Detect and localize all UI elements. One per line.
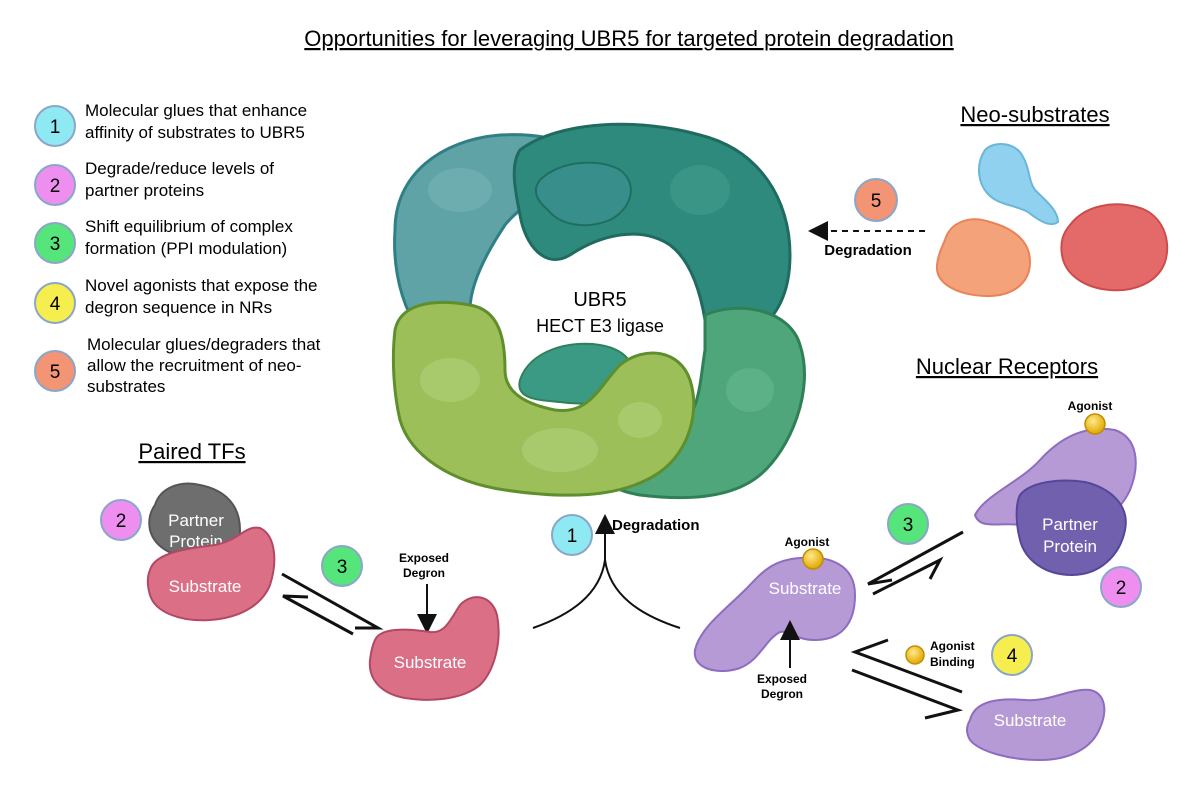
svg-text:1: 1 <box>50 117 61 138</box>
degradation-badge-1 <box>551 514 593 556</box>
paired-badge-2 <box>100 499 142 541</box>
paired-exposed-line1: Exposed <box>399 551 449 565</box>
neo-substrates-heading: Neo-substrates <box>960 102 1109 127</box>
legend-badge-3 <box>34 222 76 264</box>
paired-substrate-2-label: Substrate <box>394 653 467 672</box>
paired-substrate <box>146 526 276 622</box>
svg-text:4: 4 <box>50 294 61 315</box>
nr-agonist-binding-line1: Agonist <box>930 639 975 653</box>
paired-equilibrium-arrows <box>281 572 384 636</box>
legend-badge-2 <box>34 164 76 206</box>
ubr5-name: UBR5 <box>573 289 626 311</box>
page-title: Opportunities for leveraging UBR5 for ta… <box>304 26 953 51</box>
svg-text:3: 3 <box>50 234 61 255</box>
legend-item-1: 1 Molecular glues that enhance affinity … <box>34 101 307 147</box>
legend-text-3b: formation (PPI modulation) <box>85 239 287 258</box>
nr-partner-line2: Protein <box>1043 537 1097 556</box>
svg-text:5: 5 <box>871 191 882 212</box>
nr-agonist-binding-line2: Binding <box>930 655 975 669</box>
neo-blue-protein <box>978 143 1060 226</box>
nr-agonist-mid-label: Agonist <box>785 535 830 549</box>
neo-badge-5 <box>854 178 898 222</box>
ubr5-subtitle: HECT E3 ligase <box>536 316 664 336</box>
nr-low-substrate <box>966 688 1106 762</box>
legend-text-1a: Molecular glues that enhance <box>85 101 307 120</box>
svg-text:4: 4 <box>1007 646 1018 667</box>
legend-item-3: 3 Shift equilibrium of complex formation… <box>34 217 293 264</box>
svg-text:5: 5 <box>50 362 61 383</box>
nr-low-substrate-label: Substrate <box>994 711 1067 730</box>
svg-text:2: 2 <box>50 176 61 197</box>
legend-badge-5 <box>34 350 76 392</box>
degradation-arrow-right <box>604 559 681 629</box>
svg-text:2: 2 <box>116 511 127 532</box>
paired-exposed-line2: Degron <box>403 566 445 580</box>
legend-text-2a: Degrade/reduce levels of <box>85 159 274 178</box>
nr-partner-line1: Partner <box>1042 515 1098 534</box>
neo-red-protein <box>1060 203 1169 292</box>
nuclear-receptors-heading: Nuclear Receptors <box>916 354 1098 379</box>
svg-text:1: 1 <box>567 526 578 547</box>
neo-degradation-label: Degradation <box>824 242 912 259</box>
paired-partner-line1: Partner <box>168 511 224 530</box>
legend-badge-4 <box>34 282 76 324</box>
nr-equilibrium-arrows-bottom <box>850 638 964 720</box>
nr-partner-protein <box>1015 479 1127 577</box>
legend: 1 Molecular glues that enhance affinity … <box>34 101 321 396</box>
paired-substrate-2 <box>368 596 500 701</box>
legend-text-3a: Shift equilibrium of complex <box>85 217 293 236</box>
nr-badge-4 <box>991 634 1033 676</box>
svg-text:3: 3 <box>337 557 348 578</box>
svg-text:2: 2 <box>1116 578 1127 599</box>
legend-badge-1 <box>34 105 76 147</box>
legend-item-4: 4 Novel agonists that expose the degron … <box>34 276 317 324</box>
neo-orange-protein <box>935 218 1032 298</box>
legend-text-2b: partner proteins <box>85 181 204 200</box>
legend-text-5b: allow the recruitment of neo- <box>87 356 302 375</box>
legend-text-5c: substrates <box>87 377 165 396</box>
nr-mid-substrate <box>693 556 857 672</box>
legend-text-4b: degron sequence in NRs <box>85 298 272 317</box>
degradation-arrow-left <box>532 559 606 629</box>
nr-badge-3 <box>887 503 929 545</box>
nr-agonist-mid <box>802 548 824 570</box>
legend-item-2: 2 Degrade/reduce levels of partner prote… <box>34 159 274 206</box>
svg-text:3: 3 <box>903 515 914 536</box>
legend-item-5: 5 Molecular glues/degraders that allow t… <box>34 335 321 396</box>
nr-mid-substrate-label: Substrate <box>769 579 842 598</box>
legend-text-4a: Novel agonists that expose the <box>85 276 317 295</box>
nr-agonist-binding-ball <box>905 645 925 665</box>
nr-agonist-top <box>1084 413 1106 435</box>
nr-exposed-line1: Exposed <box>757 672 807 686</box>
ubr5-structure <box>391 122 806 500</box>
nr-badge-2 <box>1100 566 1142 608</box>
degradation-label: Degradation <box>612 517 700 534</box>
nr-exposed-line2: Degron <box>761 687 803 701</box>
nr-equilibrium-arrows-top <box>867 530 964 596</box>
legend-text-1b: affinity of substrates to UBR5 <box>85 123 305 142</box>
legend-text-5a: Molecular glues/degraders that <box>87 335 321 354</box>
paired-tfs-heading: Paired TFs <box>138 439 245 464</box>
paired-substrate-label: Substrate <box>169 577 242 596</box>
nr-agonist-top-label: Agonist <box>1068 399 1113 413</box>
paired-badge-3 <box>321 545 363 587</box>
